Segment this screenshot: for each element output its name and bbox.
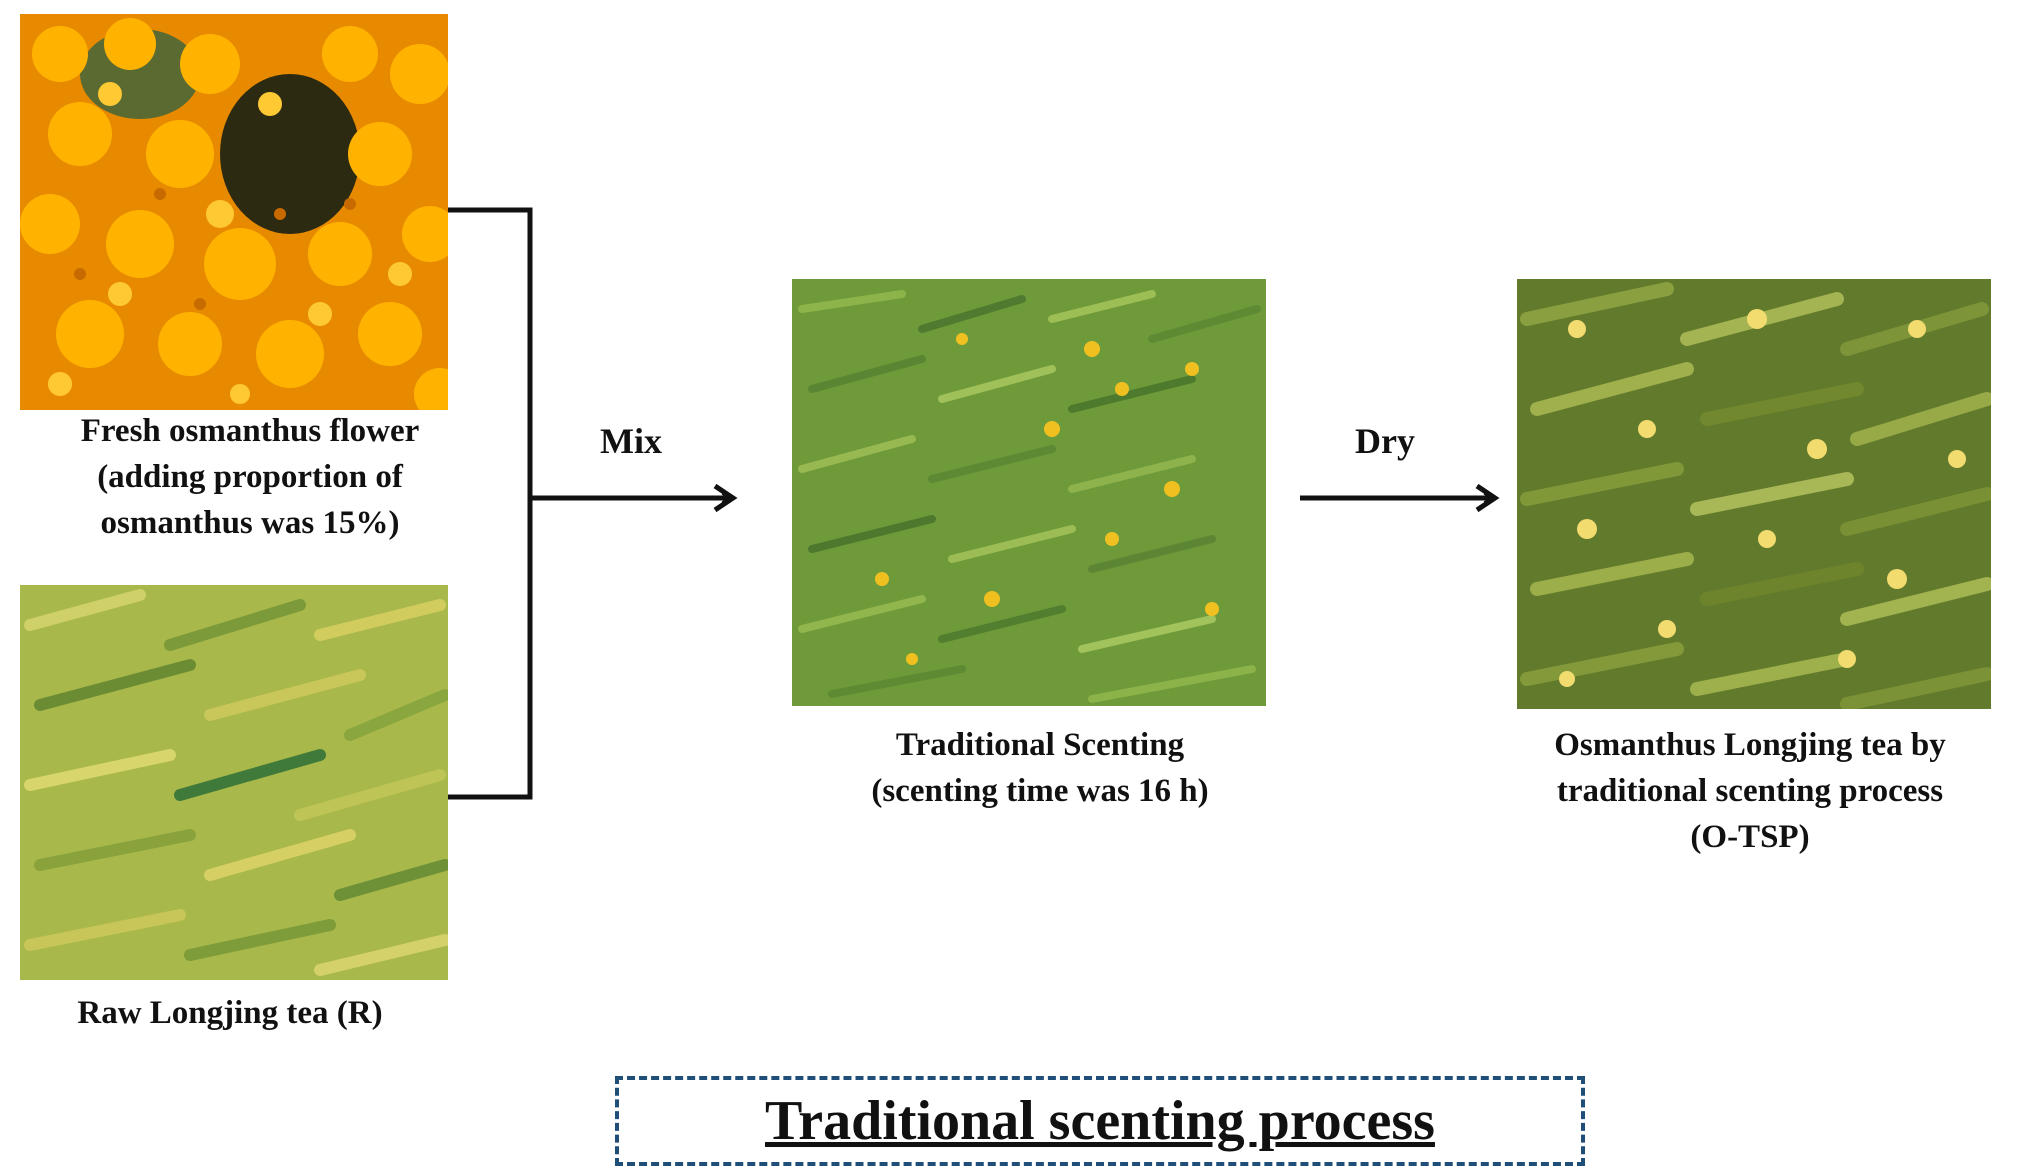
process-title: Traditional scenting process — [765, 1090, 1435, 1152]
scenting-caption-line-1: Traditional Scenting — [895, 727, 1185, 763]
flower-bracket-line — [448, 207, 533, 800]
dry-step-label: Dry — [1355, 421, 1415, 461]
output-caption-line-3: (O-TSP) — [1690, 819, 1810, 855]
output-caption-line-2: traditional scenting process — [1556, 773, 1944, 809]
scenting-caption: Traditional Scenting (scenting time was … — [780, 722, 1300, 814]
traditional-scenting-photo — [792, 279, 1266, 706]
osmanthus-longjing-tea-photo — [1517, 279, 1991, 709]
flower-caption-line-2: (adding proportion of — [97, 459, 403, 495]
output-caption: Osmanthus Longjing tea by traditional sc… — [1480, 722, 2020, 860]
flower-caption: Fresh osmanthus flower (adding proportio… — [30, 408, 470, 546]
process-title-box: Traditional scenting process — [615, 1076, 1585, 1166]
osmanthus-flower-photo — [20, 14, 448, 410]
flower-caption-line-1: Fresh osmanthus flower — [80, 413, 420, 449]
output-caption-line-1: Osmanthus Longjing tea by — [1554, 727, 1946, 763]
flower-caption-line-3: osmanthus was 15%) — [100, 505, 400, 541]
tea-caption-line-1: Raw Longjing tea (R) — [77, 995, 383, 1031]
scenting-caption-line-2: (scenting time was 16 h) — [871, 773, 1209, 809]
mix-step-label: Mix — [600, 421, 662, 461]
tea-caption: Raw Longjing tea (R) — [20, 990, 440, 1036]
raw-longjing-tea-photo — [20, 585, 448, 980]
